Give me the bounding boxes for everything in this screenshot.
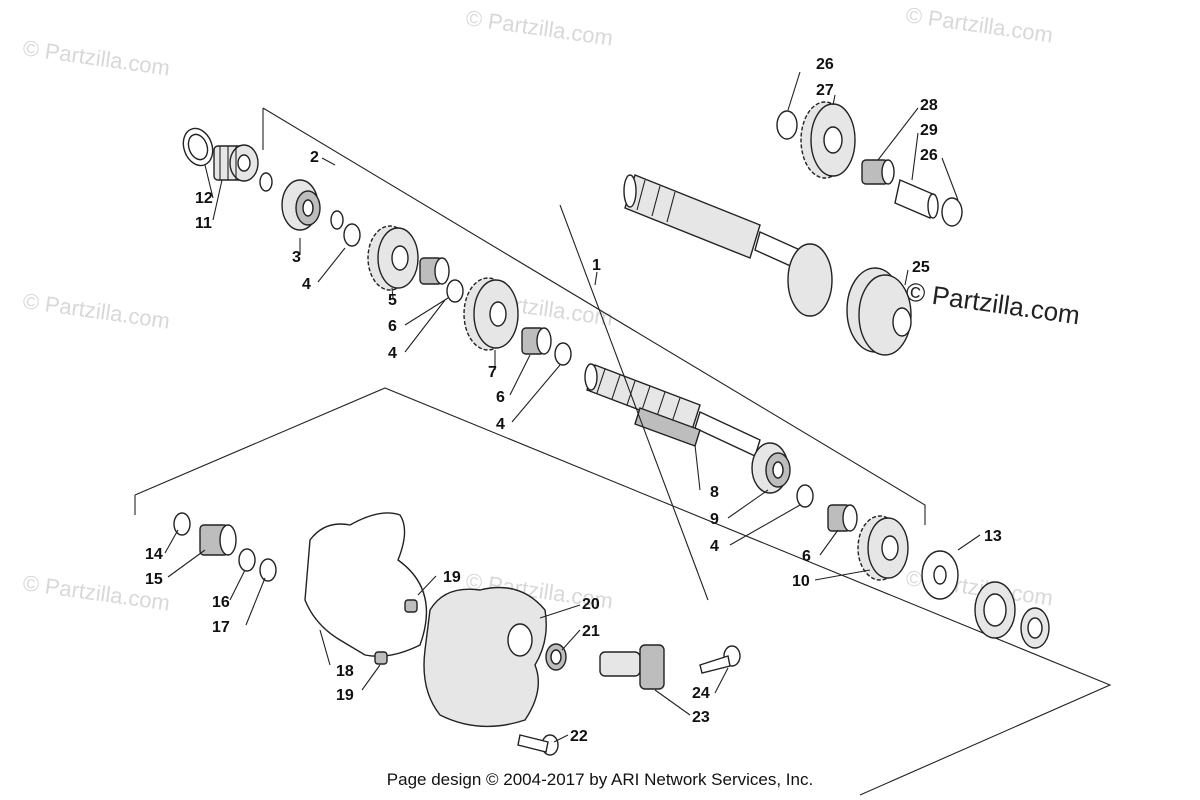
callout-21: 21 <box>582 623 600 640</box>
part-29-spacer <box>894 179 939 219</box>
part-27-gear <box>800 101 856 179</box>
part-2-snap-ring <box>259 172 273 192</box>
callout-labels: 1 2 3 4 5 6 4 7 6 4 8 9 4 6 10 13 11 12 … <box>145 56 1002 745</box>
part-13-thrust-washer <box>921 550 959 600</box>
part-26-washer-b <box>941 197 963 227</box>
callout-19: 19 <box>336 687 354 704</box>
callout-27: 27 <box>816 82 834 99</box>
callout-26: 26 <box>920 147 938 164</box>
partzilla-watermark: © Partzilla.com <box>904 276 1082 330</box>
callout-14: 14 <box>145 546 163 563</box>
part-8-main-shaft <box>584 363 761 457</box>
part-4-washer-d <box>796 484 814 508</box>
part-6-needle-bearing-b <box>521 327 552 355</box>
callout-6: 6 <box>388 318 397 335</box>
part-28-bushing <box>861 159 895 185</box>
watermark: © Partzilla.com <box>904 2 1054 47</box>
part-5-gear <box>367 225 419 291</box>
part-6-needle-bearing-c <box>827 504 858 532</box>
callout-24: 24 <box>692 685 710 702</box>
watermark: © Partzilla.com <box>21 35 171 80</box>
callout-22: 22 <box>570 728 588 745</box>
bearing-assembly <box>974 581 1050 649</box>
part-18-gasket <box>304 512 428 657</box>
lower-assembly-frame <box>134 387 1112 796</box>
part-16-washer <box>238 548 256 572</box>
callout-17: 17 <box>212 619 230 636</box>
part-26-washer <box>776 110 798 140</box>
part-21-seal <box>545 643 567 671</box>
upper-assembly-frame <box>262 107 926 525</box>
callout-23: 23 <box>692 709 710 726</box>
callout-1: 1 <box>592 257 601 274</box>
callout-3: 3 <box>292 249 301 266</box>
part-25-countershaft <box>623 174 912 356</box>
callout-2: 2 <box>310 149 319 166</box>
callout-10: 10 <box>792 573 810 590</box>
part-23-sensor <box>599 644 665 690</box>
callout-29: 29 <box>920 122 938 139</box>
part-11-gear <box>213 144 259 182</box>
callout-16: 16 <box>212 594 230 611</box>
callout-18: 18 <box>336 663 354 680</box>
callout-11: 11 <box>195 215 212 232</box>
callout-7: 7 <box>488 364 497 381</box>
callout-15: 15 <box>145 571 163 588</box>
part-4-washer-b <box>446 279 464 303</box>
part-12-washer-hole <box>187 133 209 161</box>
part-20-cover-boss <box>507 623 533 657</box>
callout-4: 4 <box>388 345 397 362</box>
leader-lines <box>164 71 981 743</box>
callout-6: 6 <box>802 548 811 565</box>
part-6-needle-bearing <box>419 257 450 285</box>
part-22-bolt <box>517 734 559 756</box>
callout-4: 4 <box>496 416 505 433</box>
part-7-gear <box>463 277 519 351</box>
callout-6: 6 <box>496 389 505 406</box>
callout-19: 19 <box>443 569 461 586</box>
part-4-washer <box>343 223 361 247</box>
callout-4: 4 <box>302 276 311 293</box>
callout-8: 8 <box>710 484 719 501</box>
part-4-washer-c <box>554 342 572 366</box>
part-9-hub <box>751 442 791 494</box>
callout-26: 26 <box>816 56 834 73</box>
callout-5: 5 <box>388 292 397 309</box>
callout-25: 25 <box>912 259 930 276</box>
part-3-hub <box>281 179 321 231</box>
callout-28: 28 <box>920 97 938 114</box>
part-14-snap-ring <box>173 512 191 536</box>
part-19-dowel-pin-b <box>374 651 388 665</box>
part-24-bolt <box>699 645 741 674</box>
callout-4: 4 <box>710 538 719 555</box>
part-19-dowel-pin <box>404 599 418 613</box>
part-17-snap-ring <box>259 558 277 582</box>
part-2-snap-ring-b <box>330 210 344 230</box>
part-20-cover <box>423 586 547 728</box>
watermark: © Partzilla.com <box>21 288 171 333</box>
part-15-collar <box>199 524 237 556</box>
part-10-gear <box>857 515 909 581</box>
callout-12: 12 <box>195 190 213 207</box>
callout-13: 13 <box>984 528 1002 545</box>
watermark: © Partzilla.com <box>464 5 614 50</box>
callout-9: 9 <box>710 511 719 528</box>
callout-20: 20 <box>582 596 600 613</box>
page-footer: Page design © 2004-2017 by ARI Network S… <box>386 770 814 789</box>
